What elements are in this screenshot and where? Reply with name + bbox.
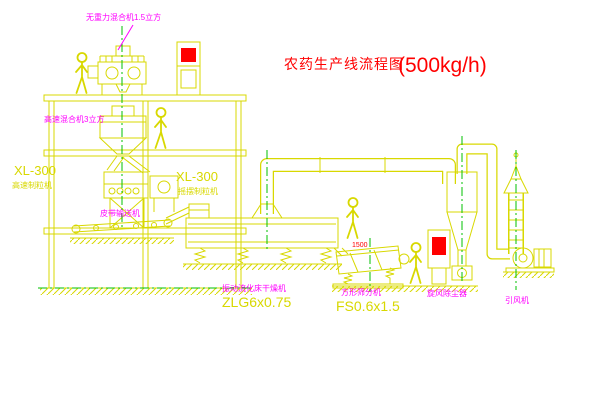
y-chute (106, 155, 151, 174)
mixer-discharge (115, 83, 131, 93)
induced-draft-fan-machine (505, 247, 555, 273)
mixer-high-speed-machine (98, 105, 148, 155)
dimension-label: 1500 (352, 242, 368, 249)
sieve-deck (335, 245, 402, 275)
mixer2-body (99, 115, 147, 139)
mixer-shaft (127, 66, 141, 80)
belt-conveyor-machine (71, 206, 190, 234)
sieve-spring (342, 273, 354, 285)
sieve-motor (398, 253, 410, 265)
operator-figure (409, 242, 422, 284)
centerlines (38, 26, 517, 292)
floor-beam-2 (43, 149, 247, 157)
sieve-base (332, 283, 404, 289)
mixer-motor (87, 65, 99, 79)
ground-hatching (40, 237, 554, 295)
dryer-feed-inlet (188, 203, 210, 219)
cabinet-stand (431, 267, 447, 285)
label-sieve-name: 方形筛分机 (341, 287, 381, 297)
label-mixer-top: 无重力混合机1.5立方 (86, 12, 161, 22)
granulator-stand (109, 197, 145, 229)
dryer-exhaust-hood (251, 203, 283, 219)
dryer-spring (236, 247, 250, 264)
label-cyclone: 旋风除尘器 (427, 288, 467, 298)
label-sieve-model: FS0.6x1.5 (336, 298, 400, 314)
column (48, 100, 55, 289)
mixer2-motor (111, 105, 135, 117)
cabinet-display (432, 237, 446, 255)
sieve-spring (384, 267, 396, 284)
mixer2-cone (98, 137, 148, 155)
operator-figure (75, 52, 88, 94)
dryer-spring (193, 247, 207, 264)
fan-motor (533, 248, 552, 268)
exhaust-duct-dryer-to-cyclone (260, 157, 456, 214)
conveyor-pulley (71, 224, 81, 234)
dryer-spring (279, 247, 293, 264)
label-dryer-name: 振动流化床干燥机 (222, 283, 286, 293)
label-mixer-high-speed: 高速混合机3立方 (44, 114, 104, 124)
label-belt-conveyor: 皮带输送机 (100, 208, 140, 218)
dryer-body (185, 217, 339, 249)
cabinet-door (180, 69, 197, 89)
conveyor-pulley (163, 218, 173, 228)
mixer-top-machine (87, 45, 147, 95)
label-leader-line (117, 24, 134, 51)
square-sieve-machine (332, 245, 410, 289)
mixer-shaft (105, 66, 119, 80)
operator-figure (346, 197, 359, 239)
granulator-right-machine (149, 175, 179, 212)
floor-beam-1 (43, 94, 247, 102)
diagram-capacity: (500kg/h) (398, 54, 487, 77)
label-fan: 引风机 (505, 295, 529, 305)
fluid-bed-dryer-machine (185, 203, 349, 264)
control-cabinet-1 (176, 41, 201, 96)
label-granulator-left-model: XL-300 (14, 163, 56, 178)
control-cabinet-2 (427, 229, 451, 285)
cabinet-display (181, 48, 196, 62)
mixer-inlet (115, 45, 131, 57)
fan-base (505, 267, 555, 273)
label-granulator-right-model: XL-300 (176, 169, 218, 184)
label-granulator-right-name: 摇摆制粒机 (178, 186, 218, 196)
operator-figure (154, 107, 167, 149)
diagram-title: 农药生产线流程图 (284, 56, 404, 72)
label-granulator-left-name: 高速制粒机 (12, 180, 52, 190)
dryer-spring (319, 247, 333, 264)
label-dryer-model: ZLG6x0.75 (222, 294, 291, 310)
granulator-left-machine (103, 171, 149, 229)
